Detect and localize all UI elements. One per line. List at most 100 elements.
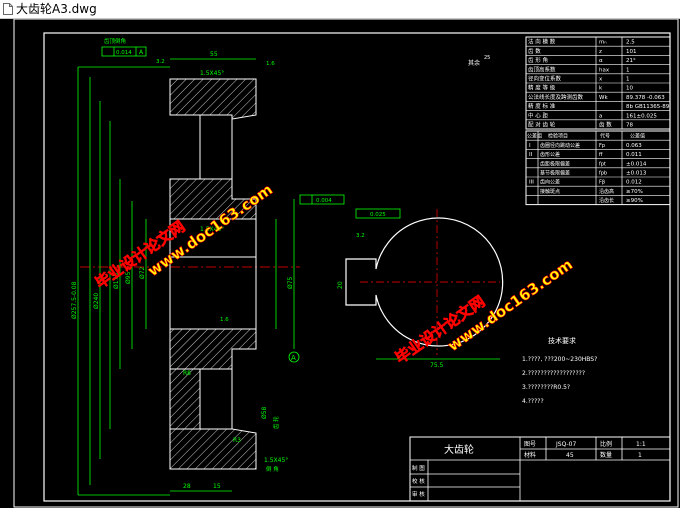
tol-group: II [529,152,533,158]
param-symbol: Wk [599,95,608,101]
cad-drawing-canvas[interactable]: Ø257.5-0.08 Ø240 Ø175 Ø95 Ø72 55 1.5X45°… [0,19,680,508]
param-name: 法 向 模 数 [528,38,556,46]
tol-value: ±0.014 [626,161,647,167]
scale-value: 1:1 [636,441,646,448]
dim-d175: Ø175 [113,273,120,289]
keyway-detail-view[interactable]: 0.025 75.5 20 3.2 [337,208,504,369]
dim-r8: R8 [183,370,191,377]
tol-item: 接触斑点 [540,188,560,195]
label-tip-chamfer: 齿顶倒角 [104,37,126,45]
rough-2: 1.6 [266,61,275,67]
svg-text:0.004: 0.004 [316,198,332,204]
gear-lower-web-void [199,368,233,430]
dim-bottom-28: 28 [183,483,191,490]
tol-header-item: 检验项目 [548,133,568,140]
tol-value: 0.063 [626,143,642,149]
param-value: 1 [626,67,630,73]
param-value: 8b GB11365-89 [626,104,670,110]
param-symbol: mₙ [599,40,607,46]
param-name: 公法线长度及跨测齿数 [528,93,584,101]
tech-requirements: 技术要求 1.????, ???200~230HBS? 2.??????????… [522,336,597,405]
tol-item: 齿形公差 [540,151,560,158]
dim-top-width: 55 [210,51,218,58]
tol-value: 0.011 [626,152,642,158]
tol-value: ≥70% [626,189,643,195]
rough-1: 3.2 [156,59,165,65]
sheet-inner-frame [43,32,671,502]
tol-item: 齿向公差 [540,179,560,186]
dim-mid-chamfer: 1.5X45° [200,226,224,233]
tol-value: ≥90% [626,198,643,204]
param-value: 89.378 -0.063 [626,95,665,101]
param-symbol: α [599,58,603,64]
tol-header-group: 公差组 [527,133,542,140]
sheet-outer-border [13,19,679,508]
qty-value: 1 [638,452,642,459]
param-name: 齿顶高系数 [528,65,556,73]
tol-code: 沿齿长 [599,197,614,204]
material-label: 材料 [524,451,536,459]
tech-req-item-4: 4.????? [522,398,544,405]
tol-code: 沿齿高 [599,188,614,195]
dim-r3: R3 [233,437,241,444]
scale-label: 比例 [600,440,612,448]
dim-d240: Ø240 [93,293,100,309]
drawing-no: JSQ-07 [555,441,576,448]
material-value: 45 [566,452,574,459]
tol-code: fpt [599,161,606,167]
param-value: 2.5 [626,40,635,46]
tolerance-frame-1: 0.014 A [101,46,147,57]
param-value: 161±0.025 [626,113,657,119]
param-symbol: a [599,113,602,119]
keyway-tolerance-frame [355,208,401,219]
tol-item: 基节极限偏差 [540,170,570,177]
window-title-bar: 大齿轮A3.dwg [0,0,680,19]
tol-value: ±0.013 [626,171,647,177]
dim-d75: Ø75 [287,276,294,289]
param-value: 10 [626,86,633,92]
tech-req-item-1: 1.????, ???200~230HBS? [522,356,597,363]
gear-section-view[interactable]: Ø257.5-0.08 Ø240 Ø175 Ø95 Ø72 55 1.5X45°… [71,37,345,496]
param-symbol: z [599,49,602,55]
param-value: 1 [626,77,630,83]
tol-item: 齿圈径向跳动公差 [540,142,580,149]
row-checked: 校 核 [412,477,425,485]
tech-req-item-3: 3.????????R0.5? [522,384,570,391]
param-name: 配 对 齿 轮 [528,121,556,129]
tol-header-code: 代号 [600,133,610,140]
drawing-no-label: 图号 [524,441,536,448]
label-gear-right: 齿 轮 [272,416,280,429]
document-icon [3,3,13,15]
tol-code: ff [599,152,603,158]
datum-a-label: A [291,354,296,362]
tolerance-frame-2: 0.004 [299,194,345,205]
title-block[interactable]: 大齿轮 图号 JSQ-07 比例 1:1 材料 45 数量 1 制 图 校 核 … [409,436,671,502]
row-drawn: 制 图 [412,464,425,472]
dim-top-chamfer: 1.5X45° [200,70,224,77]
svg-text:0.014: 0.014 [116,50,132,56]
param-name: 精 度 标 准 [528,102,556,110]
tol-item: 齿距极限偏差 [540,160,570,167]
tol-header-value: 公差值 [630,133,645,140]
part-name: 大齿轮 [444,443,474,456]
tol-code: Fp [599,143,605,149]
tol-code: Fβ [599,180,605,186]
tol-code: fpb [599,171,607,177]
tol-value: 0.012 [626,180,642,186]
param-name: 中 心 距 [528,111,548,119]
tech-req-item-2: 2.?????????????????? [522,370,585,377]
param-symbol: 齿 数 [599,121,612,129]
dim-outer-diameter: Ø257.5-0.08 [71,281,78,319]
param-name: 齿 形 角 [528,56,548,64]
param-name: 齿 数 [528,47,541,55]
rough-other-value: 25 [484,55,490,61]
row-approved: 审 核 [412,490,425,498]
keyway-tolerance-value: 0.025 [370,212,386,218]
rough-other-label: 其余 [468,59,480,67]
param-symbol: x [599,77,603,83]
dim-d72: Ø72 [139,266,146,279]
keyway-depth-label: 75.5 [430,362,444,369]
param-value: 78 [626,123,633,129]
